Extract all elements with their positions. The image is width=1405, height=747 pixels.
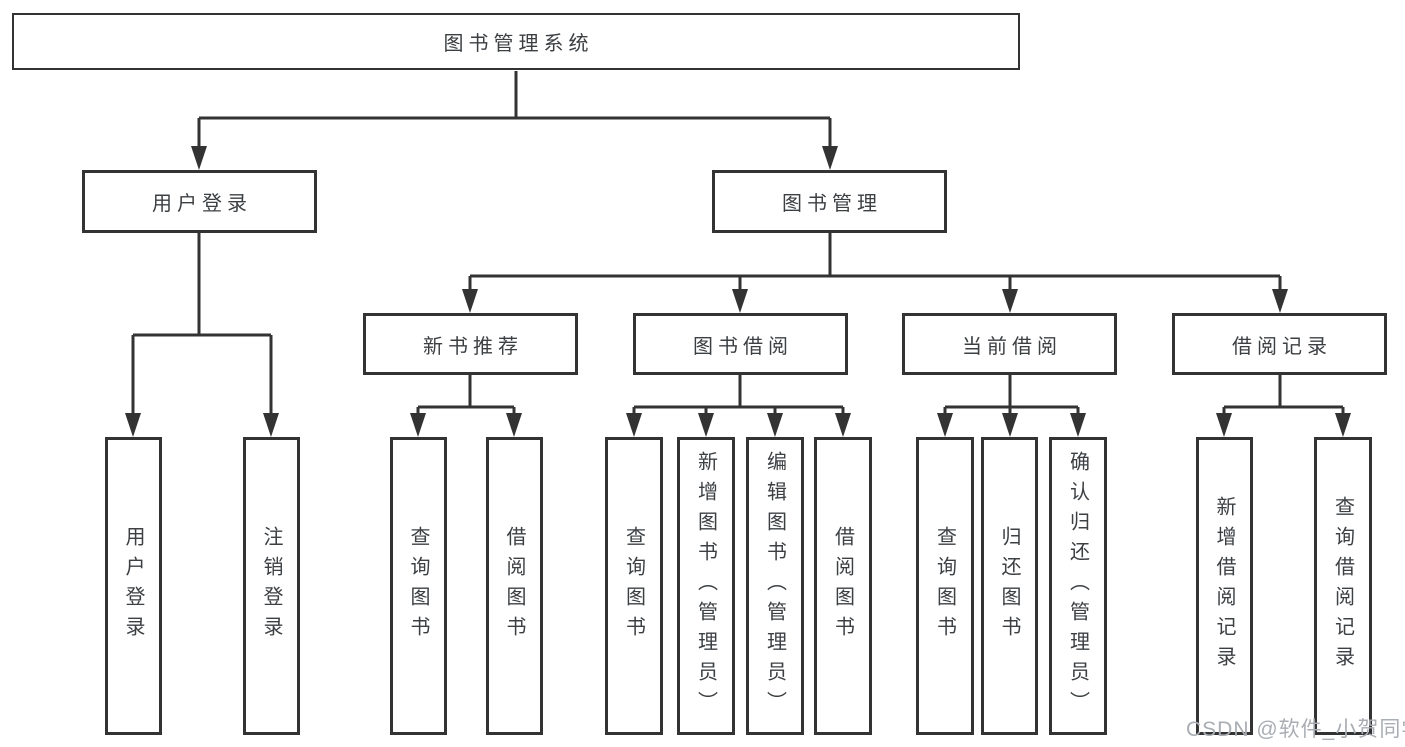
node-book-management: 图书管理 <box>712 170 947 233</box>
leaf-query-book-2: 查询图书 <box>605 437 663 735</box>
node-user-login-label: 用户登录 <box>152 193 252 215</box>
leaf-borrow-book-2-label: 借阅图书 <box>831 526 854 646</box>
leaf-add-book-admin: 新增图书（管理员） <box>677 437 735 735</box>
leaf-borrow-book-2: 借阅图书 <box>814 437 872 735</box>
leaf-return-book-label: 归还图书 <box>998 526 1020 646</box>
leaf-logout-label: 注销登录 <box>260 526 282 646</box>
leaf-add-borrow-record: 新增借阅记录 <box>1196 437 1253 735</box>
leaf-edit-book-admin: 编辑图书（管理员） <box>746 437 804 735</box>
leaf-borrow-book-1: 借阅图书 <box>486 437 543 735</box>
node-new-book-recommend: 新书推荐 <box>363 313 578 375</box>
leaf-query-book-1-label: 查询图书 <box>407 526 429 646</box>
leaf-confirm-return-admin: 确认归还（管理员） <box>1049 437 1107 735</box>
node-book-management-label: 图书管理 <box>782 193 882 215</box>
leaf-query-book-3-label: 查询图书 <box>933 526 956 646</box>
node-borrow-records-label: 借阅记录 <box>1232 335 1332 358</box>
csdn-watermark: CSDN @软件_小贺同学 <box>1186 718 1405 741</box>
node-borrow-records: 借阅记录 <box>1172 313 1387 375</box>
node-library-management-system: 图书管理系统 <box>12 13 1020 70</box>
node-new-book-recommend-label: 新书推荐 <box>423 335 523 358</box>
leaf-query-book-3: 查询图书 <box>916 437 974 735</box>
leaf-return-book: 归还图书 <box>981 437 1038 735</box>
leaf-query-book-2-label: 查询图书 <box>622 526 645 646</box>
leaf-edit-book-admin-label: 编辑图书（管理员） <box>763 451 786 721</box>
node-current-borrowing: 当前借阅 <box>902 313 1117 375</box>
leaf-add-book-admin-label: 新增图书（管理员） <box>694 451 717 721</box>
node-library-management-system-label: 图书管理系统 <box>443 33 594 55</box>
node-user-login: 用户登录 <box>82 170 317 233</box>
leaf-logout: 注销登录 <box>243 437 300 735</box>
leaf-confirm-return-admin-label: 确认归还（管理员） <box>1066 451 1089 721</box>
leaf-query-borrow-record: 查询借阅记录 <box>1314 437 1372 735</box>
leaf-add-borrow-record-label: 新增借阅记录 <box>1213 496 1235 676</box>
leaf-borrow-book-1-label: 借阅图书 <box>503 526 525 646</box>
leaf-query-book-1: 查询图书 <box>390 437 447 735</box>
leaf-user-login: 用户登录 <box>105 437 162 735</box>
node-book-borrowing-label: 图书借阅 <box>693 335 793 358</box>
node-book-borrowing: 图书借阅 <box>633 313 848 375</box>
leaf-query-borrow-record-label: 查询借阅记录 <box>1331 496 1354 676</box>
leaf-user-login-label: 用户登录 <box>122 526 144 646</box>
node-current-borrowing-label: 当前借阅 <box>962 335 1062 358</box>
